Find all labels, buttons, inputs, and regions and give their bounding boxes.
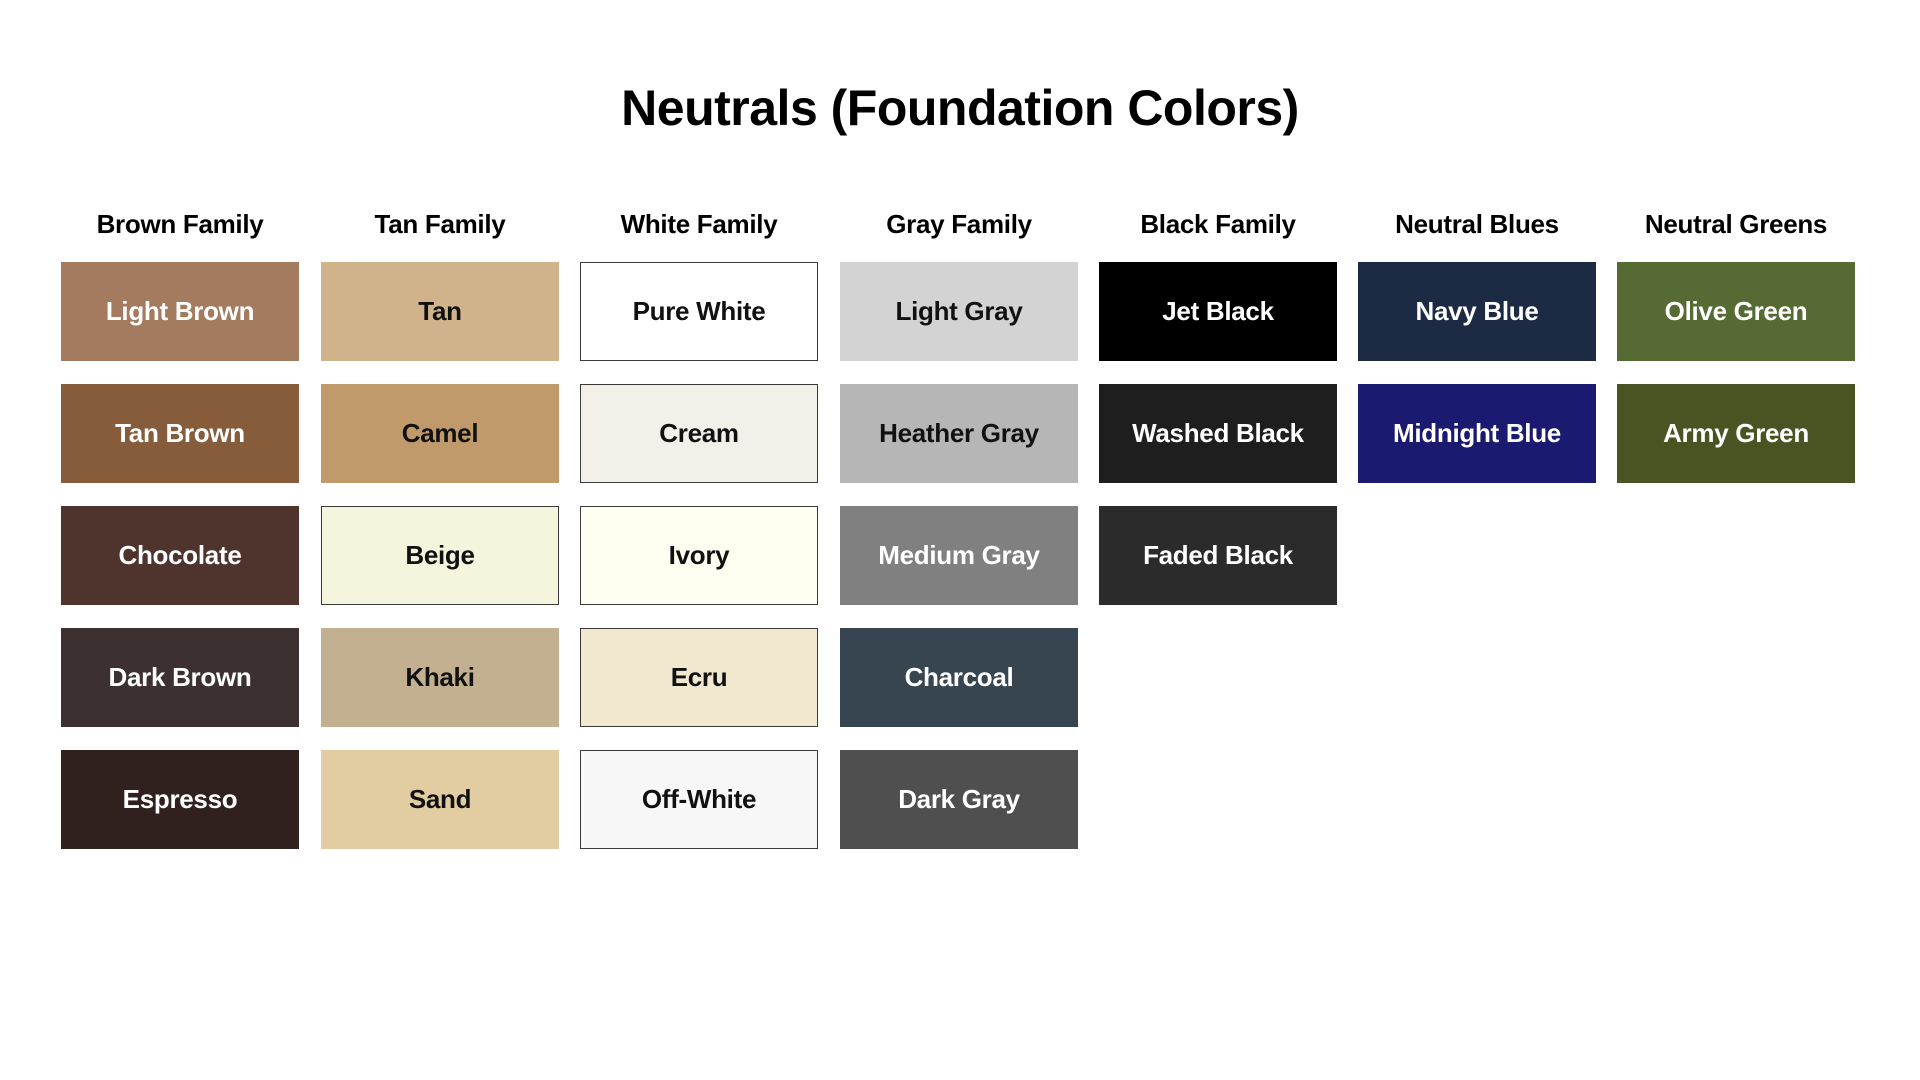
swatch-dark-brown[interactable]: Dark Brown bbox=[61, 628, 299, 727]
swatch-chocolate[interactable]: Chocolate bbox=[61, 506, 299, 605]
swatch-label: Beige bbox=[405, 540, 475, 570]
swatch-off-white[interactable]: Off-White bbox=[580, 750, 818, 849]
swatch-label: Olive Green bbox=[1664, 296, 1808, 326]
swatch-army-green[interactable]: Army Green bbox=[1617, 384, 1855, 483]
swatch-ivory[interactable]: Ivory bbox=[580, 506, 818, 605]
column-header: Neutral Greens bbox=[1644, 209, 1828, 239]
swatch-label: Charcoal bbox=[904, 662, 1014, 692]
swatch-olive-green[interactable]: Olive Green bbox=[1617, 262, 1855, 361]
swatch-sand[interactable]: Sand bbox=[321, 750, 559, 849]
swatch-label: Dark Brown bbox=[108, 662, 252, 692]
column-header: Brown Family bbox=[96, 209, 264, 239]
page-title: Neutrals (Foundation Colors) bbox=[621, 80, 1299, 136]
column-header: Gray Family bbox=[886, 209, 1032, 239]
column-header: White Family bbox=[620, 209, 778, 239]
swatch-faded-black[interactable]: Faded Black bbox=[1099, 506, 1337, 605]
swatch-label: Faded Black bbox=[1143, 540, 1293, 570]
swatch-beige[interactable]: Beige bbox=[321, 506, 559, 605]
swatch-label: Medium Gray bbox=[878, 540, 1040, 570]
swatch-label: Washed Black bbox=[1132, 418, 1304, 448]
column-header: Black Family bbox=[1140, 209, 1296, 239]
swatch-ecru[interactable]: Ecru bbox=[580, 628, 818, 727]
swatch-midnight-blue[interactable]: Midnight Blue bbox=[1358, 384, 1596, 483]
swatch-label: Jet Black bbox=[1162, 296, 1274, 326]
swatch-heather-gray[interactable]: Heather Gray bbox=[840, 384, 1078, 483]
swatch-label: Ivory bbox=[668, 540, 730, 570]
swatch-label: Tan Brown bbox=[115, 418, 245, 448]
swatch-light-brown[interactable]: Light Brown bbox=[61, 262, 299, 361]
swatch-label: Espresso bbox=[122, 784, 238, 814]
swatch-light-gray[interactable]: Light Gray bbox=[840, 262, 1078, 361]
swatch-camel[interactable]: Camel bbox=[321, 384, 559, 483]
swatch-charcoal[interactable]: Charcoal bbox=[840, 628, 1078, 727]
swatch-label: Chocolate bbox=[118, 540, 242, 570]
swatch-label: Khaki bbox=[405, 662, 475, 692]
swatch-dark-gray[interactable]: Dark Gray bbox=[840, 750, 1078, 849]
swatch-label: Heather Gray bbox=[879, 418, 1039, 448]
swatch-tan-brown[interactable]: Tan Brown bbox=[61, 384, 299, 483]
swatch-label: Midnight Blue bbox=[1393, 418, 1561, 448]
swatch-label: Tan bbox=[418, 296, 462, 326]
swatch-label: Army Green bbox=[1663, 418, 1809, 448]
swatch-khaki[interactable]: Khaki bbox=[321, 628, 559, 727]
swatch-label: Off-White bbox=[641, 784, 757, 814]
swatch-label: Pure White bbox=[632, 296, 766, 326]
swatch-label: Ecru bbox=[670, 662, 728, 692]
swatch-label: Sand bbox=[408, 784, 472, 814]
swatch-label: Camel bbox=[401, 418, 479, 448]
swatch-label: Light Gray bbox=[895, 296, 1023, 326]
column-header: Tan Family bbox=[374, 209, 506, 239]
swatch-label: Cream bbox=[659, 418, 739, 448]
swatch-label: Navy Blue bbox=[1415, 296, 1539, 326]
swatch-tan[interactable]: Tan bbox=[321, 262, 559, 361]
swatch-navy-blue[interactable]: Navy Blue bbox=[1358, 262, 1596, 361]
swatch-pure-white[interactable]: Pure White bbox=[580, 262, 818, 361]
column-header: Neutral Blues bbox=[1395, 209, 1559, 239]
swatch-cream[interactable]: Cream bbox=[580, 384, 818, 483]
swatch-medium-gray[interactable]: Medium Gray bbox=[840, 506, 1078, 605]
swatch-espresso[interactable]: Espresso bbox=[61, 750, 299, 849]
swatch-label: Light Brown bbox=[105, 296, 255, 326]
swatch-jet-black[interactable]: Jet Black bbox=[1099, 262, 1337, 361]
swatch-washed-black[interactable]: Washed Black bbox=[1099, 384, 1337, 483]
swatch-label: Dark Gray bbox=[898, 784, 1020, 814]
